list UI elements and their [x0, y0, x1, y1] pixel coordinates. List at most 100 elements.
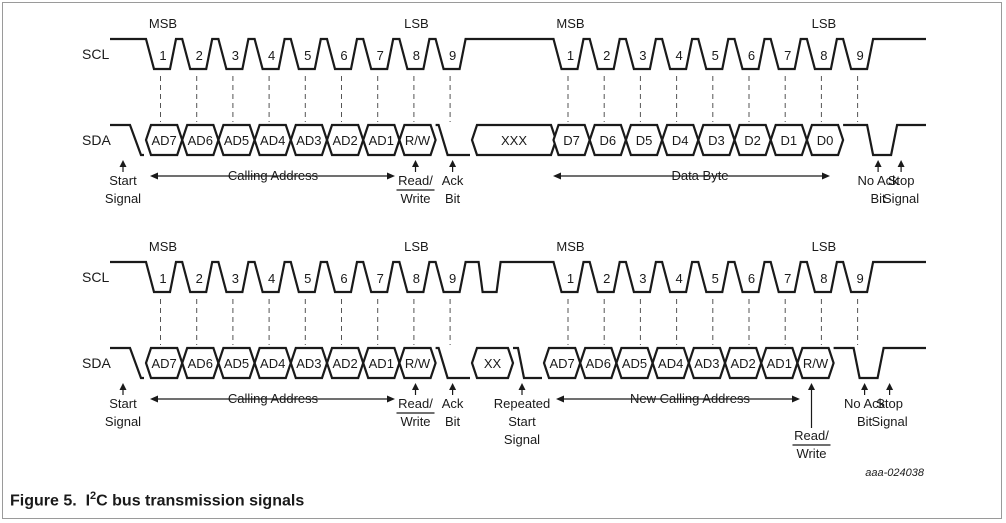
sda-label: SDA	[82, 132, 111, 148]
noack-label: No Ack	[844, 396, 886, 411]
sda-bit-text: AD4	[658, 356, 683, 371]
stop-arrow-head	[897, 160, 905, 167]
sda-bit-text: D0	[817, 133, 834, 148]
scl-waveform	[110, 37, 926, 71]
clock-number: 9	[449, 48, 456, 63]
sda-bit-text: AD3	[296, 356, 321, 371]
sda-bit-text: AD5	[622, 356, 647, 371]
sda-bit-text: AD2	[730, 356, 755, 371]
clock-number: 5	[712, 271, 719, 286]
sda-start-edge	[110, 123, 144, 157]
bit-order-label: MSB	[556, 16, 584, 31]
data-byte-label: Data Byte	[671, 168, 728, 183]
calling-address-arrow-head-left	[150, 172, 158, 180]
figure-caption: Figure 5. I2C bus transmission signals	[10, 490, 304, 510]
clock-number: 5	[304, 271, 311, 286]
sda-data-cell	[398, 123, 437, 157]
sda-stop-tail	[843, 123, 926, 157]
noack-label: Bit	[871, 191, 887, 206]
clock-number: 9	[856, 48, 863, 63]
sda-bit-text: AD1	[369, 133, 394, 148]
clock-number: 3	[232, 271, 239, 286]
clock-number: 3	[639, 271, 646, 286]
new-calling-address-arrow-head-right	[792, 395, 800, 403]
clock-number: 8	[820, 48, 827, 63]
noack-label: No Ack	[858, 173, 900, 188]
sda-bit-text: AD6	[586, 356, 611, 371]
caption-i2c-superscript: 2	[90, 490, 97, 502]
repeated-start-label: Start	[508, 414, 536, 429]
read-write-label: Write	[400, 414, 430, 429]
bit-order-label: LSB	[812, 239, 837, 254]
data-byte-arrow-head-left	[553, 172, 561, 180]
sda-bit-text: D6	[599, 133, 616, 148]
clock-number: 3	[232, 48, 239, 63]
sda-start-edge	[110, 346, 144, 380]
clock-number: 3	[639, 48, 646, 63]
sda-bit-text: R/W	[405, 356, 431, 371]
calling-address-arrow-head-right	[387, 395, 395, 403]
start-arrow-head	[119, 160, 127, 167]
stop-label: Stop	[888, 173, 915, 188]
start-label: Start	[109, 396, 137, 411]
start-label: Start	[109, 173, 137, 188]
stop-label: Signal	[872, 414, 908, 429]
repeated-start-label: Repeated	[494, 396, 550, 411]
sda-bit-text: R/W	[405, 133, 431, 148]
data-byte-arrow-head-right	[822, 172, 830, 180]
clock-number: 7	[784, 48, 791, 63]
clock-number: 2	[196, 271, 203, 286]
bit-order-label: MSB	[149, 239, 177, 254]
start-label: Signal	[105, 191, 141, 206]
sda-bit-text: AD1	[369, 356, 394, 371]
clock-number: 4	[675, 48, 682, 63]
read-write-label: Write	[400, 191, 430, 206]
noack-label: Bit	[857, 414, 873, 429]
sda-bit-text: XXX	[501, 133, 527, 148]
clock-number: 6	[748, 48, 755, 63]
calling-address-arrow-head-right	[387, 172, 395, 180]
sda-bit-text: R/W	[803, 356, 829, 371]
read-write-label: Read/	[398, 173, 433, 188]
sda-bit-text: D7	[563, 133, 580, 148]
clock-number: 6	[340, 48, 347, 63]
clock-number: 9	[449, 271, 456, 286]
read-write2-label: Write	[796, 446, 826, 461]
sda-bit-text: D2	[744, 133, 761, 148]
figure-id: aaa-024038	[865, 467, 925, 479]
ack-label: Ack	[442, 173, 464, 188]
sda-stop-tail	[833, 346, 926, 380]
clock-number: 2	[196, 48, 203, 63]
bit-order-label: LSB	[404, 239, 429, 254]
clock-number: 4	[268, 48, 275, 63]
sda-data-cell	[805, 123, 845, 157]
clock-number: 6	[748, 271, 755, 286]
clock-number: 1	[159, 48, 166, 63]
sda-repeated-start	[513, 346, 542, 380]
sda-bit-text: AD4	[260, 356, 285, 371]
clock-number: 8	[413, 48, 420, 63]
clock-number: 7	[377, 271, 384, 286]
sda-data-cell	[470, 346, 515, 380]
sda-bit-text: AD3	[296, 133, 321, 148]
noack-arrow-head	[861, 383, 869, 390]
clock-number: 1	[159, 271, 166, 286]
sda-bit-text: AD5	[224, 133, 249, 148]
sda-bit-text: AD5	[224, 356, 249, 371]
bit-order-label: LSB	[812, 16, 837, 31]
clock-number: 4	[268, 271, 275, 286]
repeated-start-arrow-head	[518, 383, 526, 390]
sda-bit-text: AD1	[767, 356, 792, 371]
scl-label: SCL	[82, 269, 109, 285]
calling-address-label: Calling Address	[228, 391, 319, 406]
clock-number: 1	[567, 48, 574, 63]
sda-bit-text: AD6	[188, 133, 213, 148]
sda-bit-text: AD7	[151, 133, 176, 148]
ack-arrow-head	[449, 383, 457, 390]
start-label: Signal	[105, 414, 141, 429]
sda-ack-low	[435, 123, 470, 157]
